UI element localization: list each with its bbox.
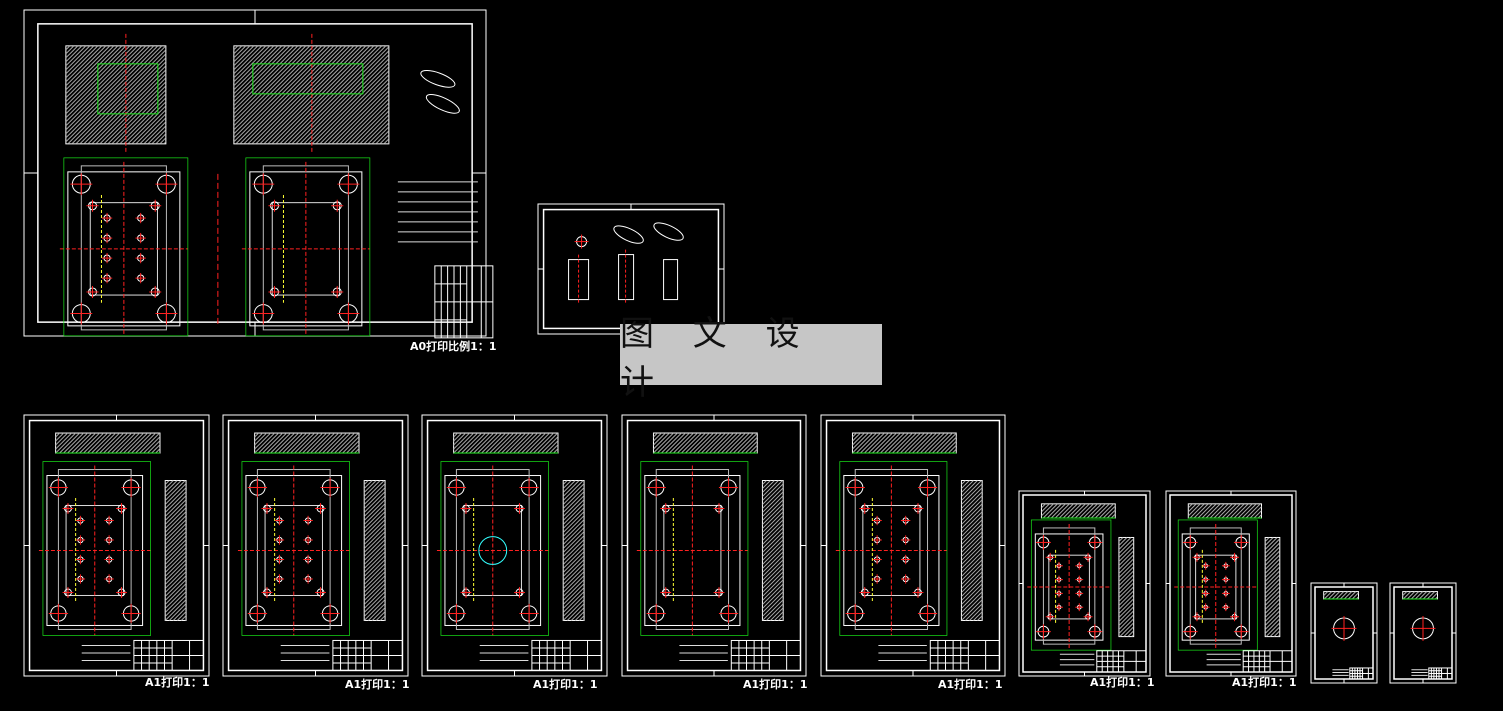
title-block <box>531 639 602 671</box>
hatch <box>254 433 359 454</box>
drawing-sheet-plate-a[interactable] <box>23 414 325 677</box>
sheet-scale-label: A1打印1：1 <box>1090 676 1155 689</box>
title-block <box>332 639 403 671</box>
dimension-lines <box>839 461 948 636</box>
part-view <box>568 259 590 301</box>
drawing-sheet-plate-b[interactable] <box>222 414 524 677</box>
watermark: 图 文 设 计 <box>620 314 882 403</box>
hatch <box>65 45 166 144</box>
part-3d-view <box>425 94 460 114</box>
dimension-lines <box>1177 519 1258 651</box>
section-view <box>562 480 585 621</box>
hatch <box>364 480 386 621</box>
title-block <box>1096 650 1147 673</box>
title-block <box>1242 650 1293 673</box>
title-block <box>1428 667 1453 680</box>
sheet-scale-label: A1打印1：1 <box>345 678 410 691</box>
drawing-sheet-insert-a[interactable] <box>1018 490 1231 677</box>
dimension-lines <box>63 157 189 337</box>
dimension-lines <box>640 461 749 636</box>
title-block <box>929 639 1000 671</box>
hatch <box>165 480 187 621</box>
section-view <box>363 480 386 621</box>
sheet-scale-label: A1打印1：1 <box>145 676 210 689</box>
hatch <box>762 480 784 621</box>
section-view <box>960 480 983 621</box>
sprue-bushing <box>478 536 508 565</box>
drawing-sheet-small-b[interactable] <box>1389 582 1457 684</box>
hatch <box>1323 591 1359 599</box>
sheet-inner-frame <box>626 419 802 672</box>
title-block <box>730 639 801 671</box>
part-3d-view <box>420 70 456 88</box>
core-line <box>252 63 364 95</box>
hatch <box>852 433 957 454</box>
dimension-lines <box>440 461 549 636</box>
title-block <box>1349 667 1374 680</box>
part-view <box>663 259 679 301</box>
hatch <box>961 480 983 621</box>
part-3d-view <box>653 222 684 241</box>
sheet-outer-frame <box>222 414 409 677</box>
dimension-lines <box>241 461 350 636</box>
sheet-scale-label: A1打印1：1 <box>743 678 808 691</box>
core-line <box>97 63 159 115</box>
dimension-lines <box>42 461 151 636</box>
section-view <box>164 480 187 621</box>
sheet-scale-label: A0打印比例1：1 <box>410 340 497 353</box>
sheet-outer-frame <box>621 414 807 677</box>
drawing-sheet-small-a[interactable] <box>1310 582 1378 684</box>
dimension-lines <box>1030 519 1112 651</box>
section-view <box>761 480 784 621</box>
sheet-outer-frame <box>421 414 608 677</box>
sheet-scale-label: A1打印1：1 <box>533 678 598 691</box>
title-block <box>133 639 204 671</box>
hatch <box>1118 537 1134 637</box>
hatch <box>55 433 160 454</box>
hatch <box>453 433 558 454</box>
sheet-outer-frame <box>1018 490 1151 677</box>
hatch <box>653 433 758 454</box>
sheet-inner-frame <box>227 419 404 672</box>
sheet-inner-frame <box>1022 494 1147 673</box>
sheet-outer-frame <box>23 414 210 677</box>
sheet-inner-frame <box>1169 494 1293 673</box>
drawing-sheet-plate-d[interactable] <box>621 414 922 677</box>
sheet-inner-frame <box>28 419 205 672</box>
sheet-outer-frame <box>1165 490 1297 677</box>
sheet-outer-frame <box>820 414 1006 677</box>
hatch <box>233 45 389 144</box>
sheet-scale-label: A1打印1：1 <box>938 678 1003 691</box>
hatch <box>1402 591 1438 599</box>
sheet-inner-frame <box>426 419 603 672</box>
sheet-scale-label: A1打印1：1 <box>1232 676 1297 689</box>
sheet-inner-frame <box>825 419 1001 672</box>
hatch <box>1041 503 1116 519</box>
watermark-text: 图 文 设 计 <box>620 313 814 403</box>
drawing-sheet-insert-b[interactable] <box>1165 490 1377 677</box>
dimension-lines <box>245 157 371 337</box>
part-3d-view <box>613 225 644 244</box>
drawing-sheet-plate-c[interactable] <box>421 414 723 677</box>
hatch <box>563 480 585 621</box>
drawing-sheet-plate-e[interactable] <box>820 414 1121 677</box>
hatch <box>1265 537 1280 637</box>
title-block <box>434 265 494 339</box>
hatch <box>1188 503 1262 519</box>
drawing-sheet-assembly[interactable] <box>0 9 494 339</box>
